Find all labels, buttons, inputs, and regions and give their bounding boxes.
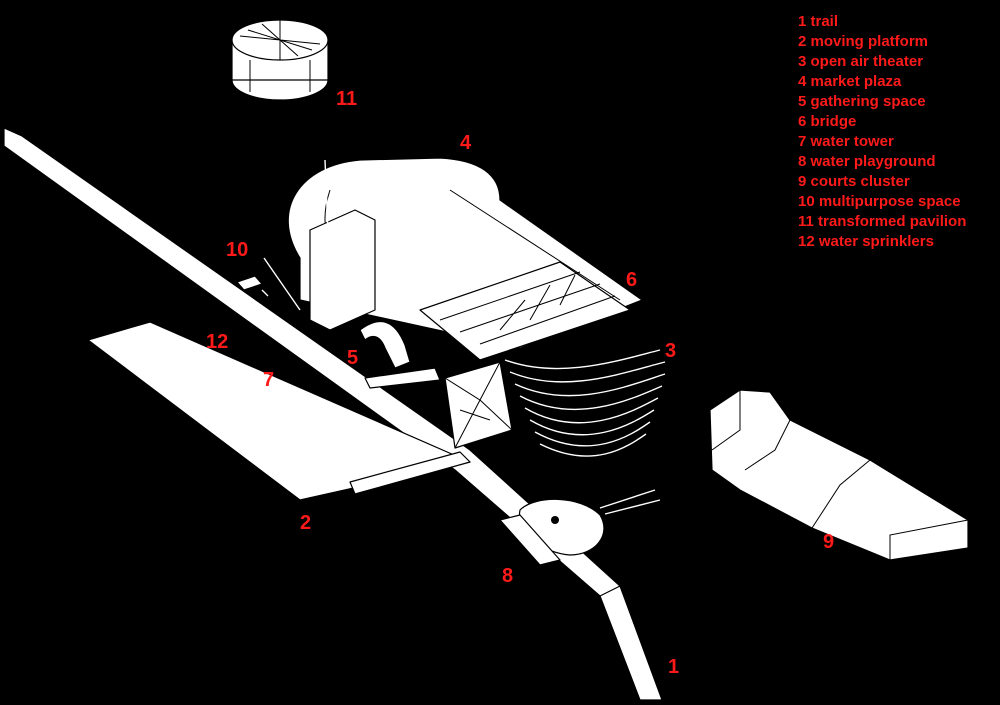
legend: 1 trail 2 moving platform 3 open air the… bbox=[798, 12, 966, 252]
label-6: 6 bbox=[626, 269, 638, 291]
legend-item-open-air-theater: 3 open air theater bbox=[798, 53, 924, 70]
label-11: 11 bbox=[336, 88, 358, 110]
legend-item-water-sprinklers: 12 water sprinklers bbox=[798, 233, 934, 250]
faceted-pavilion bbox=[364, 361, 513, 449]
gathering-space bbox=[359, 321, 411, 369]
legend-item-transformed-pavilion: 11 transformed pavilion bbox=[798, 213, 967, 230]
legend-item-gathering-space: 5 gathering space bbox=[798, 93, 926, 110]
open-air-theater bbox=[504, 349, 666, 457]
legend-item-multipurpose-space: 10 multipurpose space bbox=[798, 193, 961, 210]
moving-platform bbox=[87, 321, 471, 501]
legend-item-water-tower: 7 water tower bbox=[798, 133, 894, 150]
legend-item-trail: 1 trail bbox=[798, 13, 839, 30]
legend-item-moving-platform: 2 moving platform bbox=[798, 33, 929, 50]
label-2: 2 bbox=[300, 512, 312, 534]
label-10: 10 bbox=[226, 239, 249, 261]
legend-item-water-playground: 8 water playground bbox=[798, 153, 936, 170]
label-1: 1 bbox=[668, 656, 680, 678]
label-8: 8 bbox=[502, 565, 514, 587]
transformed-pavilion bbox=[231, 19, 329, 101]
legend-item-bridge: 6 bridge bbox=[798, 113, 857, 130]
water-playground bbox=[499, 489, 661, 566]
water-tower bbox=[309, 159, 376, 331]
multipurpose-space bbox=[236, 257, 301, 311]
courts-cluster bbox=[709, 389, 969, 561]
bridge bbox=[419, 261, 631, 361]
label-3: 3 bbox=[665, 340, 677, 362]
label-4: 4 bbox=[460, 132, 472, 154]
label-5: 5 bbox=[347, 347, 359, 369]
legend-item-courts-cluster: 9 courts cluster bbox=[798, 173, 910, 190]
label-9: 9 bbox=[823, 531, 835, 553]
legend-item-market-plaza: 4 market plaza bbox=[798, 73, 902, 90]
label-12: 12 bbox=[206, 331, 229, 353]
label-7: 7 bbox=[263, 369, 275, 391]
